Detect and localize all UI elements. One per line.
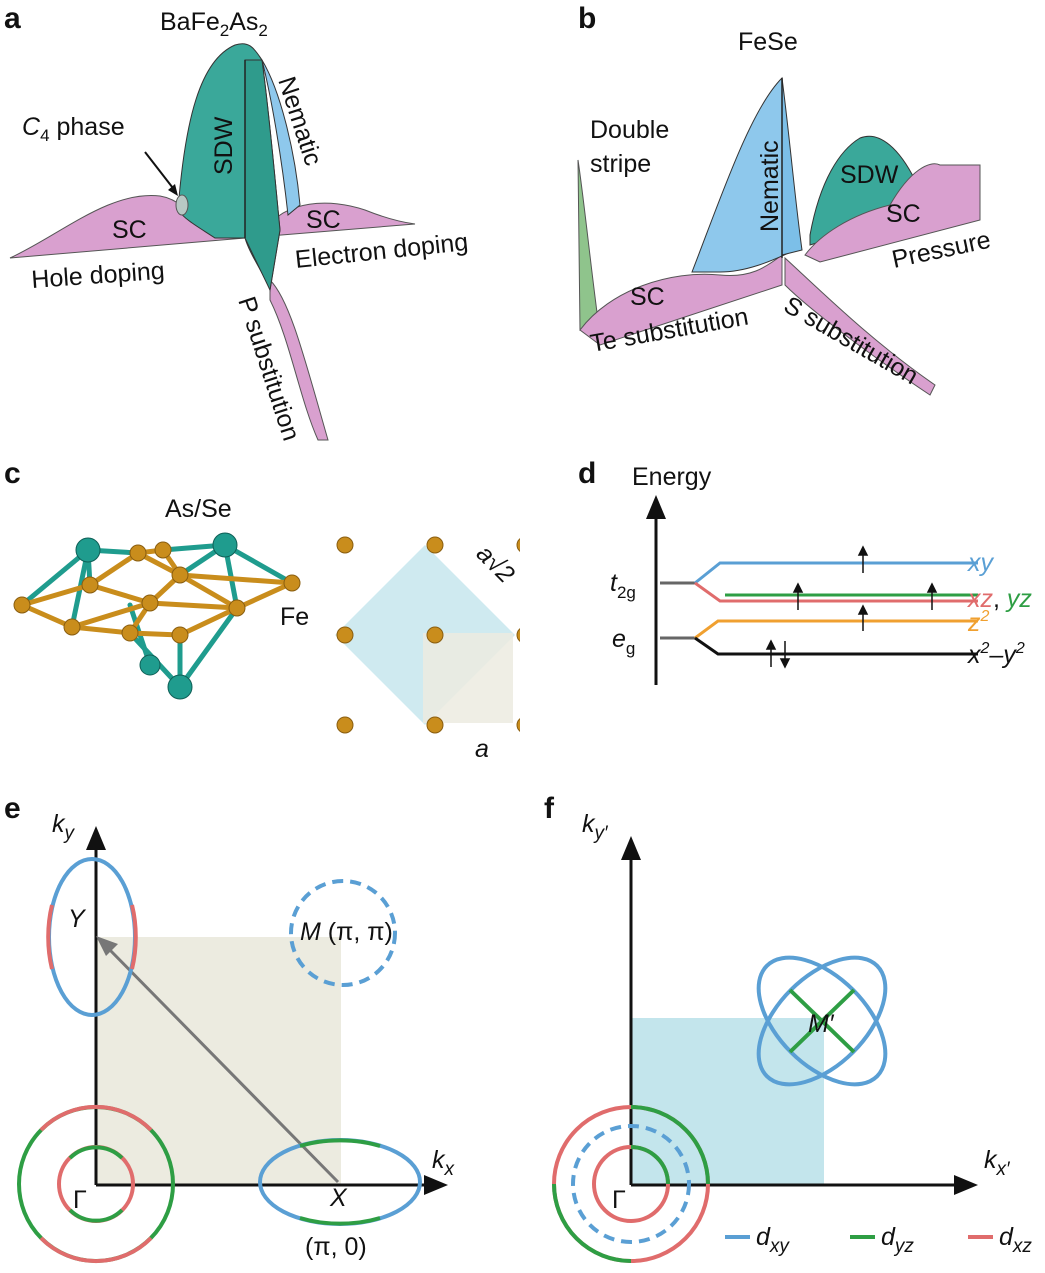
label-sc-right: SC: [306, 206, 341, 234]
panel-letter-c: c: [4, 457, 21, 490]
label-m-point: M (π, π): [300, 918, 393, 946]
label-as-se: As/Se: [165, 495, 232, 523]
gamma-y-vector-head: [96, 936, 118, 956]
title-fese: FeSe: [738, 28, 798, 56]
label-z2: z2: [967, 608, 990, 637]
label-gamma: Γ: [73, 1186, 87, 1214]
panel-letter-b: b: [578, 2, 596, 35]
xy-level: [694, 561, 978, 585]
label-t2g: t2g: [610, 569, 636, 602]
nematic-sliver: [261, 59, 301, 216]
panel-a-phase-diagram: a BaFe2As2 C4 phase SDW Nematic SC SC Ho…: [4, 2, 470, 444]
label-fe: Fe: [280, 603, 309, 631]
sc-down-dome: [269, 278, 329, 441]
label-x-coord: (π, 0): [305, 1233, 367, 1261]
brillouin-zone-rotated: [631, 1018, 824, 1184]
gamma-inner-pocket: [57, 1145, 135, 1223]
sdw-front-face: [244, 59, 281, 292]
label-y-point: Y: [68, 905, 87, 933]
fe-atoms: [13, 541, 301, 644]
label-sc-right: SC: [886, 200, 921, 228]
y-pocket-dxz-left: [46, 904, 54, 970]
orbital-legend: dxy dyz dxz: [725, 1223, 1032, 1257]
title-bafe2as2: BaFe2As2: [160, 8, 268, 40]
lattice-fe-atoms: [336, 536, 520, 734]
double-stripe-region: [577, 159, 599, 331]
panel-f-fermi-surface-rotated: f ky′ kx′ M′ Γ dxy dyz dxz: [544, 792, 1032, 1263]
label-sdw: SDW: [840, 161, 899, 189]
label-xy: xy: [967, 549, 995, 577]
panel-letter-d: d: [578, 457, 596, 490]
label-x2-y2: x2–y2: [967, 640, 1025, 669]
unit-cell-a: [423, 633, 513, 723]
kx-prime-axis-head: [954, 1175, 978, 1195]
panel-letter-e: e: [4, 792, 21, 825]
m-pocket-dashed: [289, 879, 397, 987]
label-ky: ky: [52, 810, 76, 844]
label-electron-doping: Electron doping: [294, 228, 470, 274]
label-s-substitution: S substitution: [779, 291, 923, 390]
label-sc-left: SC: [630, 283, 665, 311]
panel-e-fermi-surface: e ky kx Y X Γ M (π, π) (π, 0): [4, 792, 456, 1264]
c4-pocket: [175, 194, 189, 216]
gamma-pockets-f: [552, 1105, 710, 1263]
z2-level: [694, 619, 978, 640]
x-pocket-dyz-bottom: [299, 1216, 381, 1226]
sc-down-dome: [784, 256, 936, 396]
label-a-root2: a√2: [471, 539, 520, 588]
label-c4-phase: C4 phase: [22, 113, 125, 145]
panel-d-orbital-energy: d Energy t2g eg xy xz, yz z2 x2–y2: [578, 457, 1032, 685]
sc-right-dome: [804, 163, 981, 263]
label-sc-left: SC: [112, 216, 147, 244]
label-kx-prime: kx′: [984, 1146, 1011, 1180]
label-m-prime: M′: [808, 1010, 835, 1038]
legend-dxz: dxz: [999, 1223, 1032, 1257]
label-ky-prime: ky′: [582, 810, 609, 844]
c4-pointer-arrow: [144, 151, 177, 193]
nematic-right-face: [781, 77, 803, 256]
label-gamma-f: Γ: [612, 1186, 626, 1214]
label-energy: Energy: [632, 463, 712, 491]
gamma-outer-pocket: [17, 1104, 175, 1264]
xz-level: [694, 581, 978, 603]
ky-axis-head: [86, 826, 106, 850]
panel-letter-a: a: [4, 2, 21, 35]
panel-letter-f: f: [544, 792, 555, 825]
energy-axis-head: [646, 495, 666, 519]
m-prime-pockets: [756, 955, 888, 1087]
nematic-dome: [691, 76, 796, 273]
c4-pointer-head: [168, 184, 178, 196]
label-kx: kx: [432, 1146, 456, 1180]
spin-arrows: [765, 545, 938, 669]
panel-c-crystal-structure: c: [4, 457, 520, 763]
panel-b-phase-diagram: b FeSe Double stripe Nematic SDW SC SC T…: [577, 2, 993, 396]
label-a: a: [475, 735, 489, 763]
label-double: Double: [590, 116, 669, 144]
label-xz-yz: xz, yz: [967, 585, 1032, 613]
fe-fe-bonds: [19, 547, 295, 638]
as-atoms: [75, 532, 238, 700]
x2y2-level: [694, 636, 978, 656]
label-x-point: X: [329, 1184, 348, 1212]
ky-prime-axis-head: [621, 836, 641, 860]
gamma-y-vector: [104, 944, 340, 1184]
label-sdw: SDW: [210, 116, 238, 175]
label-hole-doping: Hole doping: [30, 257, 165, 294]
label-nematic: Nematic: [756, 140, 784, 232]
legend-dyz: dyz: [881, 1223, 914, 1257]
kx-axis-head: [424, 1175, 448, 1195]
x-pocket-dyz-top: [299, 1138, 381, 1148]
legend-dxy: dxy: [756, 1223, 790, 1257]
label-eg: eg: [612, 625, 635, 658]
y-pocket-dxz-right: [130, 904, 138, 970]
label-stripe: stripe: [590, 150, 651, 178]
